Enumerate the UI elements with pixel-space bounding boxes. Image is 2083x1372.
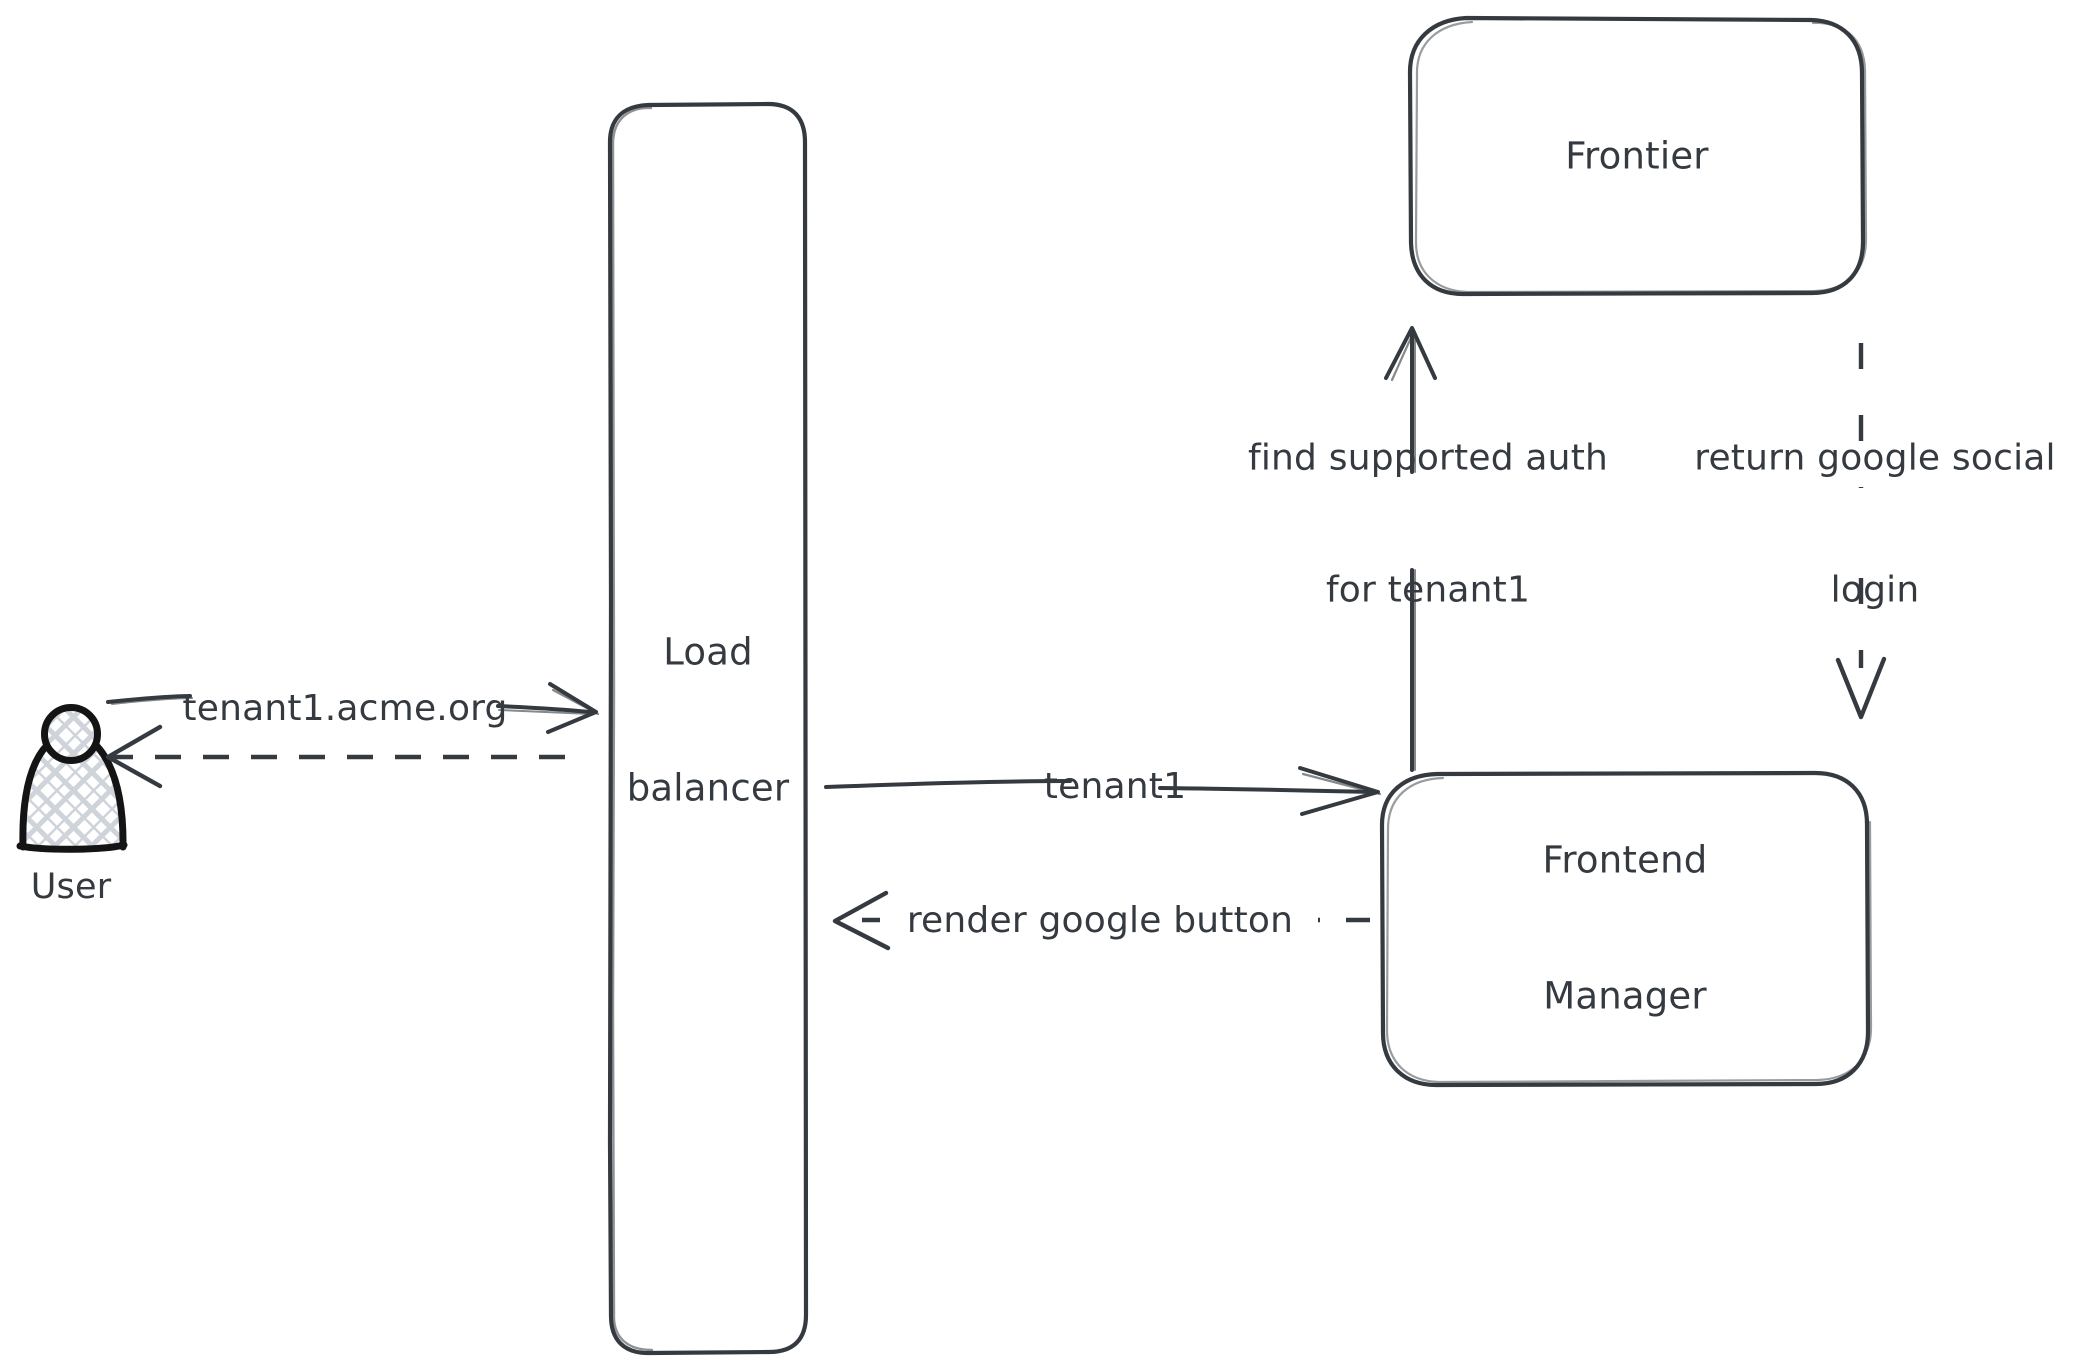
edge-label-frontier-to-fm-line1: return google social: [1694, 437, 2056, 479]
edge-label-fm-to-frontier-line2: for tenant1: [1325, 568, 1531, 610]
edge-fm-to-frontier: [1384, 326, 1437, 772]
frontend-manager-label-line2: Manager: [1543, 974, 1707, 1018]
user-actor-label: User: [30, 867, 112, 907]
load-balancer-shape: [607, 101, 809, 1356]
load-balancer-label-line2: balancer: [626, 766, 790, 810]
frontend-manager-label: Frontend Manager: [1425, 748, 1825, 1109]
frontier-label: Frontier: [1565, 134, 1709, 178]
edge-label-fm-to-frontier: find supported auth for tenant1: [1208, 348, 1648, 699]
edge-label-user-to-lb: tenant1.acme.org: [182, 688, 508, 730]
edge-lb-to-fm: [824, 766, 1382, 816]
frontend-manager-label-line1: Frontend: [1542, 838, 1708, 882]
edge-frontier-to-fm: [1835, 343, 1887, 720]
edge-user-to-lb: [106, 682, 600, 734]
edge-label-fm-to-frontier-line1: find supported auth: [1247, 437, 1609, 479]
edge-label-frontier-to-fm-line2: login: [1830, 568, 1920, 610]
edge-label-frontier-to-fm: return google social login: [1655, 348, 2083, 699]
frontier-shape: [1407, 15, 1868, 297]
edge-label-fm-to-lb: render google button: [906, 900, 1294, 942]
load-balancer-label-line1: Load: [663, 630, 753, 674]
frontend-manager-shape: [1379, 770, 1873, 1088]
edge-lb-to-user: [105, 724, 565, 789]
user-actor-icon: [16, 704, 128, 853]
edge-label-lb-to-fm: tenant1: [1043, 766, 1187, 808]
load-balancer-label: Load balancer: [593, 540, 823, 901]
edge-fm-to-lb: [832, 890, 1370, 951]
